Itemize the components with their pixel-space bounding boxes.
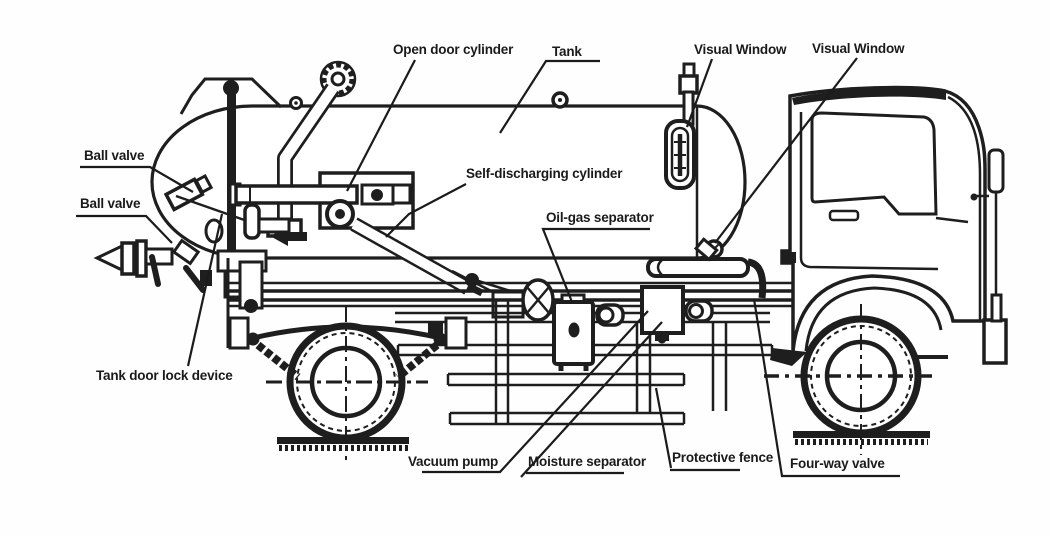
- leader-protective-fence: [654, 387, 673, 469]
- open-door-cylinder-assembly: [228, 60, 415, 246]
- cab-step: [782, 252, 796, 263]
- moisture-separator-unit: [640, 285, 685, 344]
- label-moisture-separator: Moisture separator: [528, 454, 647, 469]
- cab-door-seam: [799, 112, 939, 271]
- cab: [770, 85, 1008, 366]
- label-visual-window-1: Visual Window: [694, 42, 787, 57]
- tank-body: [150, 104, 747, 260]
- leader-visual-window-2: [714, 57, 858, 244]
- label-four-way-valve: Four-way valve: [790, 456, 885, 471]
- front-bumper: [982, 318, 1008, 365]
- cab-door-window: [810, 111, 938, 216]
- leader-tank: [499, 59, 600, 134]
- label-vacuum-pump: Vacuum pump: [408, 454, 498, 469]
- cab-door-handle: [828, 209, 860, 222]
- leader-moisture-separator: [520, 321, 663, 478]
- ball-valve-lower: [93, 238, 206, 293]
- wheel-arch-inner: [804, 286, 943, 352]
- callout-labels: Open door cylinder Tank Visual Window Vi…: [80, 41, 905, 471]
- label-ball-valve-1: Ball valve: [84, 148, 145, 163]
- visual-window-gauge: [664, 62, 699, 190]
- label-tank-door-lock-device: Tank door lock device: [96, 368, 233, 383]
- oil-gas-separator-unit: [552, 293, 595, 371]
- leader-ball-valve-1: [80, 165, 194, 193]
- a-pillar-line: [947, 95, 982, 320]
- rear-ground-hatch: [277, 437, 409, 451]
- leader-vacuum-pump: [422, 310, 649, 474]
- side-mirror: [970, 148, 1005, 323]
- label-ball-valve-2: Ball valve: [80, 196, 141, 211]
- label-tank: Tank: [552, 44, 582, 59]
- leader-oil-gas-separator: [541, 227, 650, 303]
- label-protective-fence: Protective fence: [672, 450, 774, 465]
- leader-tank-door-lock: [186, 213, 224, 367]
- front-ground-hatch: [793, 431, 930, 445]
- rear-suspension: [228, 260, 468, 381]
- callout-leaders: [76, 57, 900, 478]
- label-visual-window-2: Visual Window: [812, 41, 905, 56]
- label-open-door-cylinder: Open door cylinder: [393, 42, 514, 57]
- label-oil-gas-separator: Oil-gas separator: [546, 210, 655, 225]
- rear-wheel: [266, 306, 428, 460]
- tank-lifting-lugs: [289, 91, 569, 110]
- leader-open-door-cylinder: [346, 59, 416, 192]
- leader-ball-valve-2: [76, 214, 173, 244]
- four-way-valve-assembly: [646, 237, 767, 299]
- leader-self-discharging-cylinder: [385, 183, 467, 238]
- fender-shadow-left: [770, 348, 807, 366]
- label-self-discharging-cylinder: Self-discharging cylinder: [466, 166, 623, 181]
- leader-visual-window-1: [685, 58, 714, 128]
- leader-four-way-valve: [752, 298, 900, 478]
- vacuum-pump-and-separators: [521, 278, 714, 371]
